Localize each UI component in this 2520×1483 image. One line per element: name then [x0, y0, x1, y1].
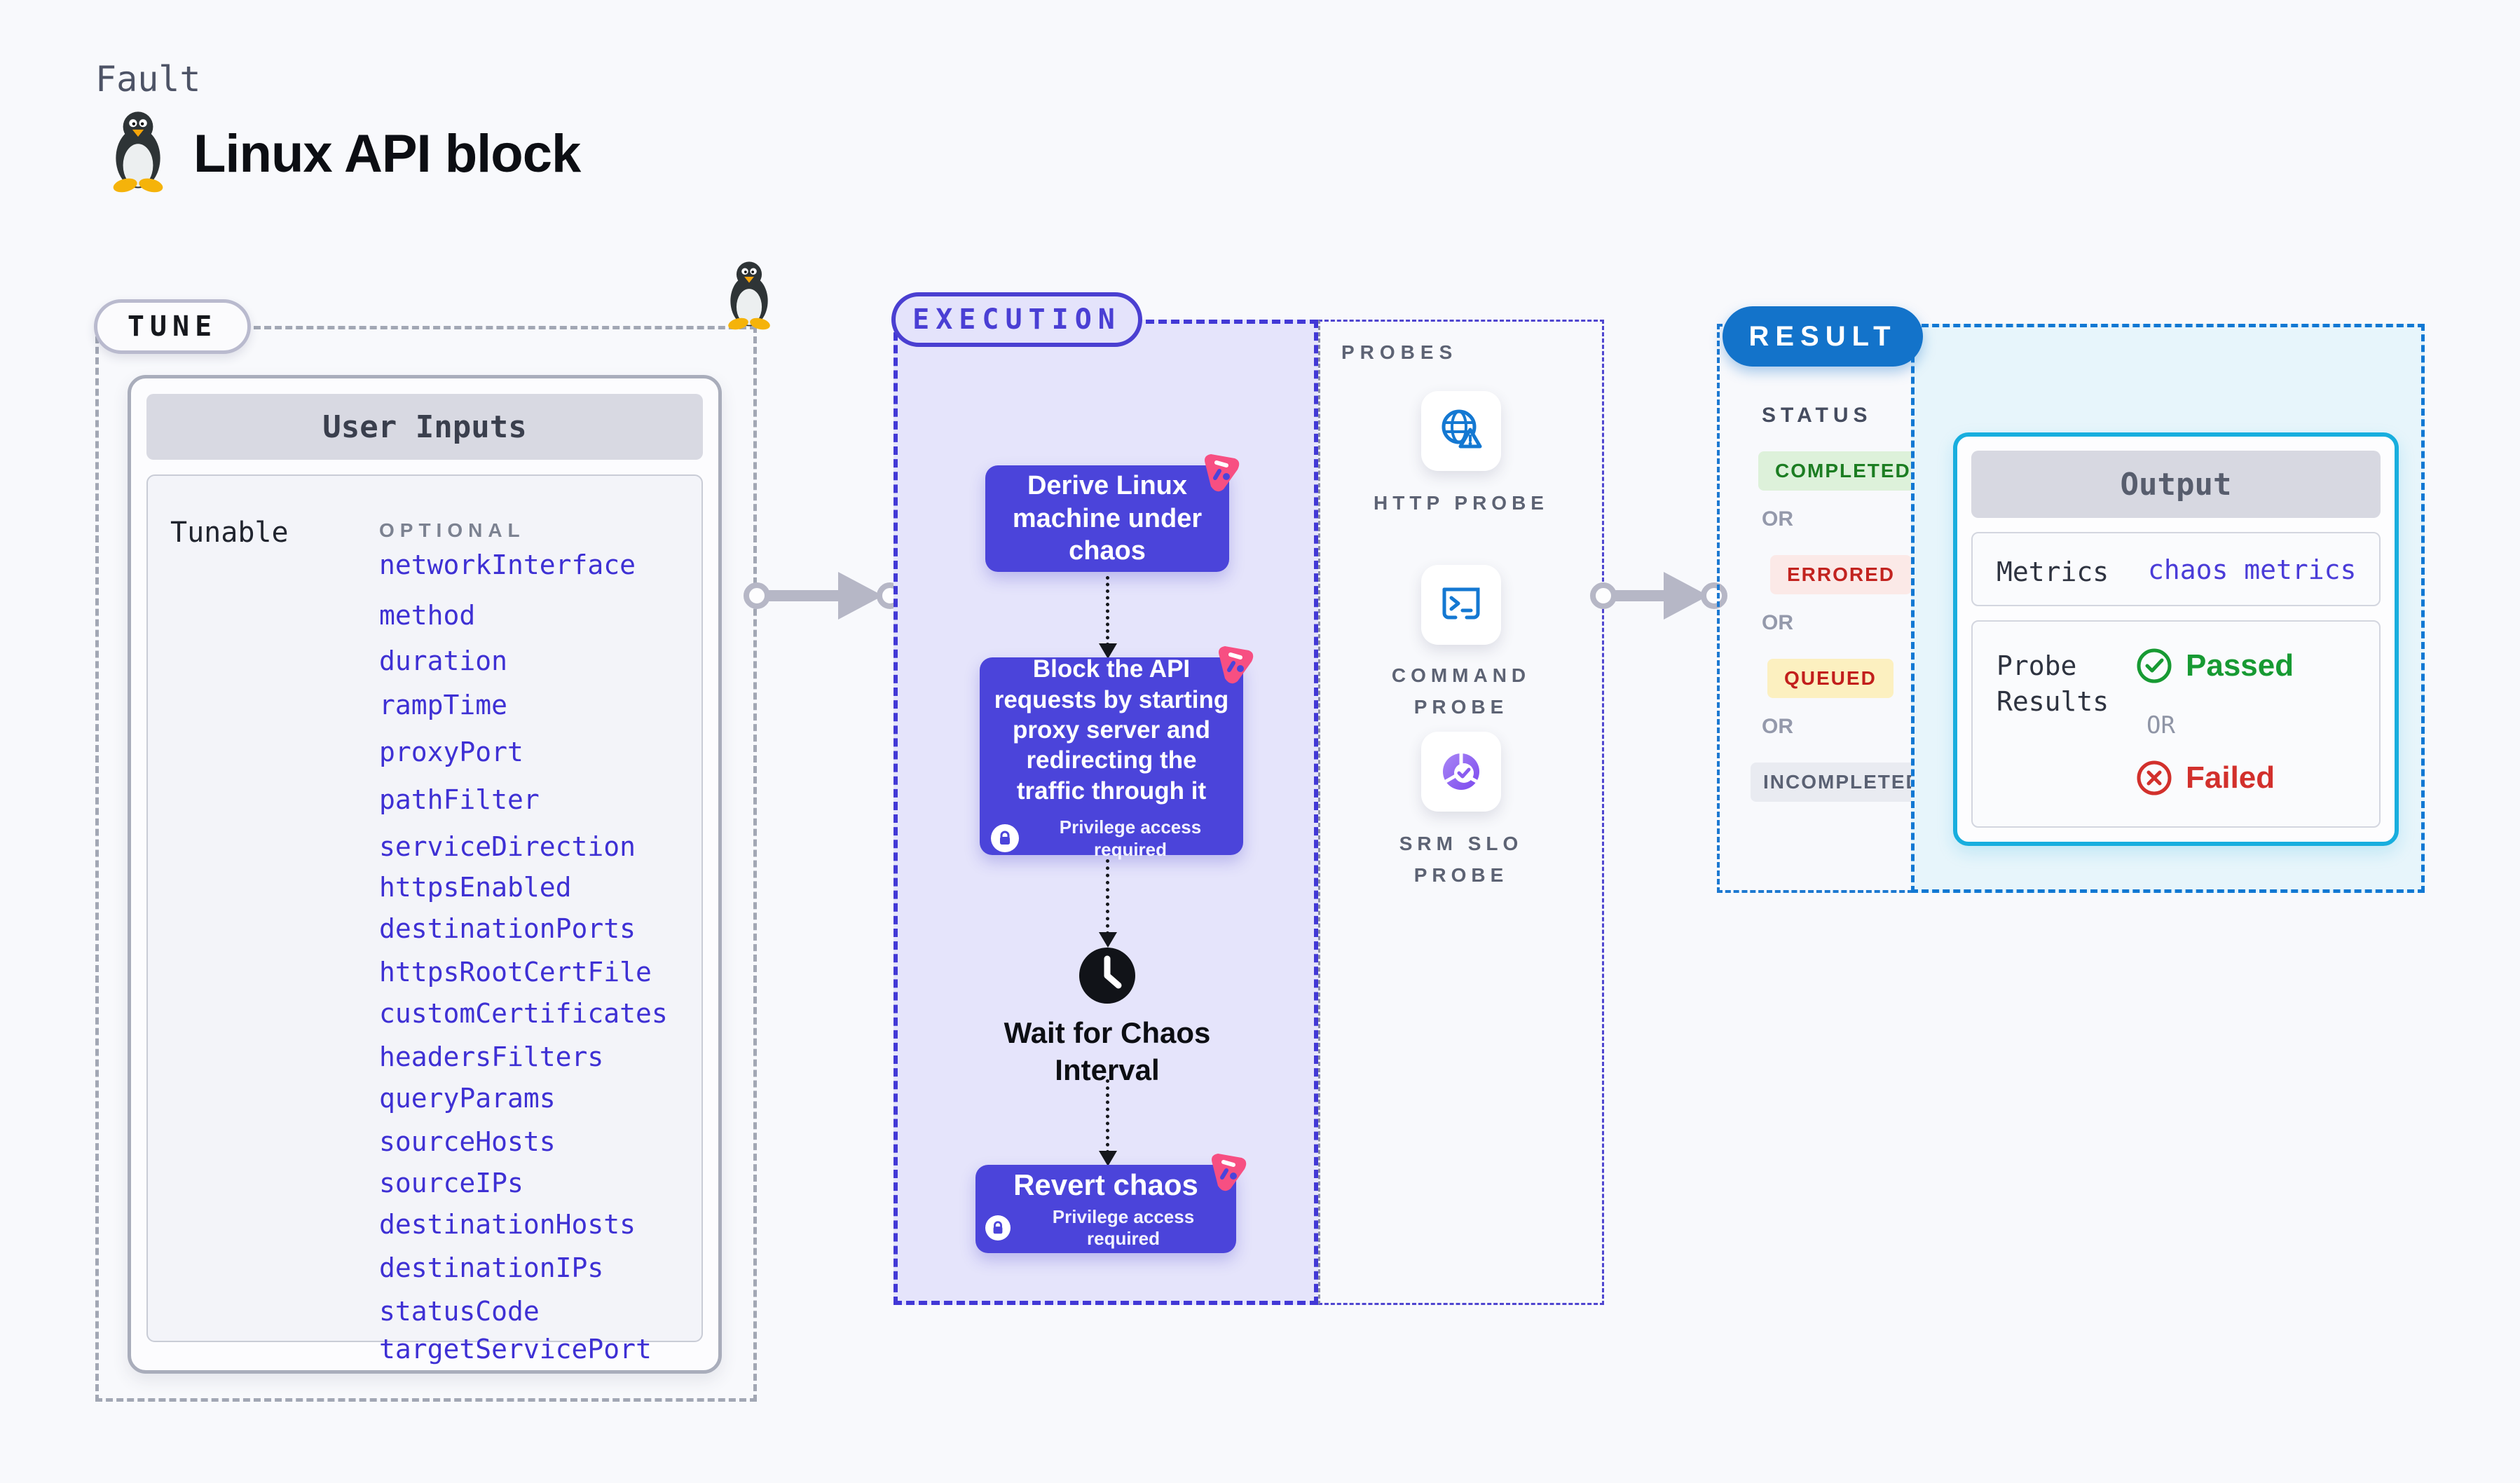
- chaos-symbol-icon: [1205, 454, 1240, 492]
- metrics-label: Metrics: [1997, 556, 2109, 587]
- probe-results-label: Probe Results: [1997, 650, 2109, 718]
- param-networkInterface[interactable]: networkInterface: [379, 549, 636, 580]
- param-httpsEnabled[interactable]: httpsEnabled: [379, 872, 572, 903]
- privilege-note: Privilege access required: [1059, 816, 1202, 861]
- command-probe-card: [1421, 565, 1501, 645]
- flow-connector: [1106, 576, 1109, 646]
- srm-slo-probe-card: [1421, 732, 1501, 812]
- metrics-value-link[interactable]: chaos metrics: [2148, 554, 2357, 585]
- http-probe-card: [1421, 391, 1501, 471]
- param-destinationHosts[interactable]: destinationHosts: [379, 1209, 636, 1240]
- param-pathFilter[interactable]: pathFilter: [379, 784, 540, 815]
- terminal-icon: [1442, 587, 1480, 620]
- tunable-label: Tunable: [170, 517, 289, 549]
- param-sourceIPs[interactable]: sourceIPs: [379, 1168, 523, 1198]
- globe-warning-icon: [1442, 409, 1482, 449]
- privilege-row: Privilege access required: [985, 1206, 1226, 1250]
- chaos-symbol-icon: [1212, 1154, 1247, 1191]
- param-destinationIPs[interactable]: destinationIPs: [379, 1252, 604, 1283]
- result-pill: RESULT: [1723, 306, 1923, 367]
- param-targetServicePort[interactable]: targetServicePort: [379, 1334, 652, 1365]
- arrowhead-icon: [1099, 643, 1117, 659]
- param-proxyPort[interactable]: proxyPort: [379, 737, 523, 767]
- param-duration[interactable]: duration: [379, 645, 508, 676]
- output-card: Output Metrics chaos metrics Probe Resul…: [1953, 432, 2399, 846]
- status-badge-completed: COMPLETED: [1758, 451, 1928, 491]
- probes-section-box: [1318, 320, 1604, 1305]
- user-inputs-title: User Inputs: [146, 394, 703, 460]
- revert-chaos-node: Revert chaos Privilege access required: [975, 1154, 1247, 1253]
- status-badge-errored: ERRORED: [1770, 555, 1912, 594]
- user-inputs-card: User Inputs Tunable OPTIONAL networkInte…: [128, 375, 722, 1374]
- http-probe-label: HTTP PROBE: [1374, 492, 1549, 514]
- arrowhead-icon: [1099, 1151, 1117, 1166]
- probes-section-label: PROBES: [1341, 341, 1458, 363]
- param-queryParams[interactable]: queryParams: [379, 1083, 556, 1114]
- param-serviceDirection[interactable]: serviceDirection: [379, 831, 636, 862]
- lock-icon: [985, 1215, 1011, 1241]
- execution-to-result-arrow: [1590, 572, 1727, 620]
- tunable-params-box: Tunable OPTIONAL networkInterface method…: [146, 474, 703, 1365]
- status-badge-incompleted: INCOMPLETED: [1751, 763, 1934, 802]
- passed-result: Passed: [2135, 647, 2294, 685]
- wait-node-label: Wait for Chaos Interval: [1004, 1016, 1211, 1086]
- tux-penguin-corner-icon: [728, 261, 770, 330]
- page-title: Linux API block: [193, 124, 581, 184]
- fault-eyebrow-label: Fault: [95, 59, 201, 100]
- param-statusCode[interactable]: statusCode: [379, 1296, 540, 1327]
- arrowhead-icon: [1099, 932, 1117, 948]
- tune-pill: TUNE: [94, 299, 251, 354]
- or-separator: OR: [1762, 611, 1793, 634]
- privilege-note: Privilege access required: [1052, 1206, 1195, 1249]
- output-title: Output: [1971, 451, 2381, 518]
- or-separator: OR: [1762, 507, 1793, 531]
- derive-node-label: Derive Linux machine under chaos: [1012, 471, 1203, 566]
- metrics-row: Metrics chaos metrics: [1971, 532, 2381, 606]
- param-destinationPorts[interactable]: destinationPorts: [379, 913, 636, 944]
- flow-connector: [1106, 1079, 1109, 1154]
- or-separator: OR: [1762, 715, 1793, 738]
- execution-pill: EXECUTION: [891, 292, 1142, 347]
- privilege-row: Privilege access required: [991, 816, 1232, 861]
- failed-label: Failed: [2186, 760, 2275, 795]
- param-rampTime[interactable]: rampTime: [379, 690, 508, 720]
- derive-machine-node: Derive Linux machine under chaos: [985, 454, 1240, 572]
- flow-connector: [1106, 859, 1109, 935]
- lock-icon: [991, 824, 1019, 853]
- passed-label: Passed: [2186, 648, 2294, 683]
- status-badge-queued: QUEUED: [1767, 659, 1894, 698]
- block-node-label: Block the API requests by starting proxy…: [994, 655, 1229, 805]
- failed-result: Failed: [2135, 759, 2275, 797]
- tux-penguin-icon: [113, 111, 163, 193]
- or-separator: OR: [2146, 711, 2175, 739]
- chaos-symbol-icon: [1219, 646, 1254, 684]
- result-output-box: Output Metrics chaos metrics Probe Resul…: [1911, 324, 2425, 893]
- check-circle-icon: [2137, 648, 2172, 683]
- revert-node-label: Revert chaos: [1013, 1168, 1198, 1201]
- command-probe-label: COMMAND PROBE: [1391, 664, 1531, 718]
- probe-results-row: Probe Results Passed OR Failed: [1971, 620, 2381, 828]
- srm-slo-probe-label: SRM SLO PROBE: [1399, 833, 1523, 886]
- param-httpsRootCertFile[interactable]: httpsRootCertFile: [379, 957, 652, 987]
- param-sourceHosts[interactable]: sourceHosts: [379, 1126, 556, 1157]
- result-status-box: STATUS COMPLETED OR ERRORED OR QUEUED OR…: [1717, 324, 1934, 893]
- clock-icon: [1079, 948, 1135, 1004]
- param-customCertificates[interactable]: customCertificates: [379, 998, 668, 1029]
- optional-column-label: OPTIONAL: [379, 519, 526, 541]
- param-headersFilters[interactable]: headersFilters: [379, 1041, 604, 1072]
- x-circle-icon: [2137, 760, 2172, 795]
- slo-donut-check-icon: [1443, 753, 1479, 790]
- tune-to-execution-arrow: [744, 572, 903, 620]
- param-method[interactable]: method: [379, 600, 476, 631]
- status-heading: STATUS: [1762, 404, 1872, 427]
- tune-section-box: [95, 326, 757, 1402]
- block-api-node: Block the API requests by starting proxy…: [980, 646, 1254, 860]
